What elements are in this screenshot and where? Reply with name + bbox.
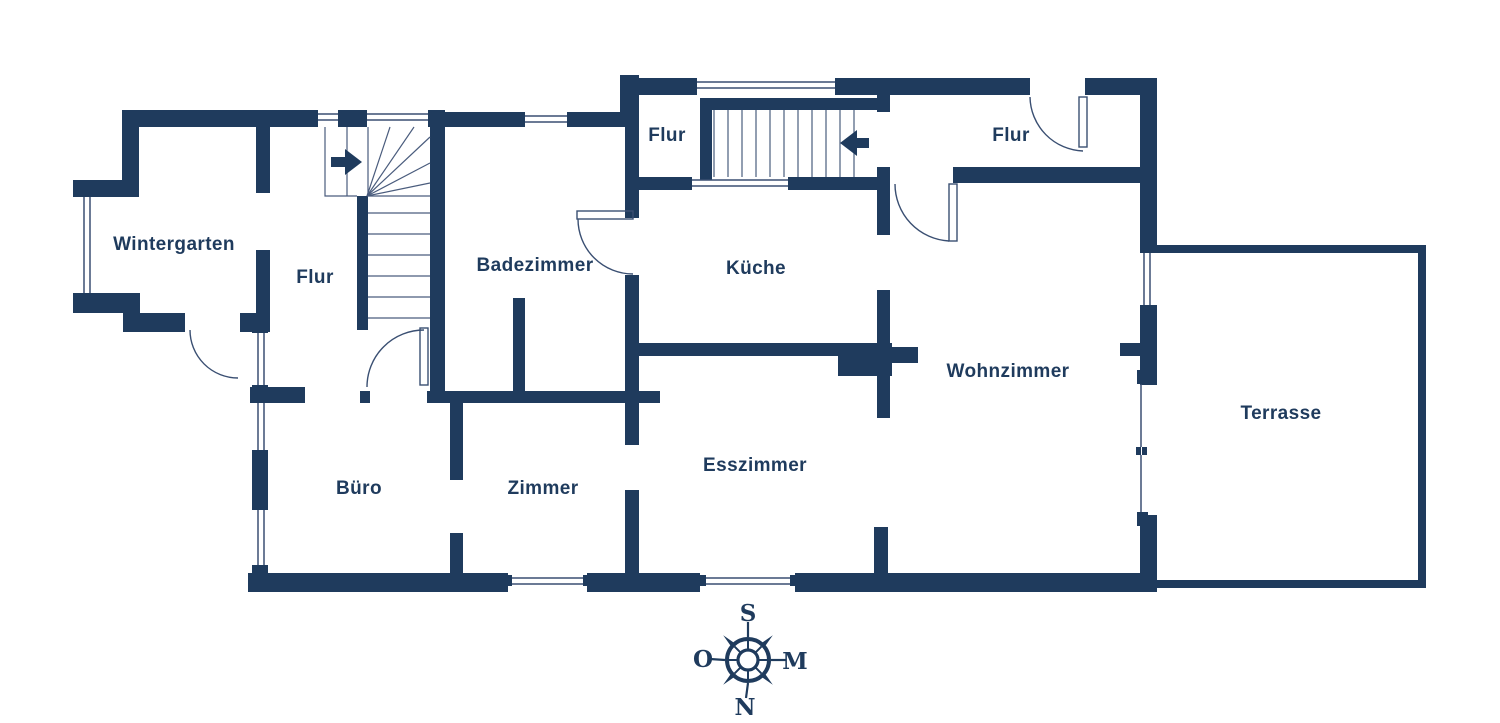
door-arc-stairs [366, 329, 425, 388]
compass-south-label: S [740, 600, 757, 627]
room-label-badezimmer: Badezimmer [476, 255, 594, 276]
stair-direction-arrow-right-icon [331, 149, 362, 175]
compass-north-label: N [734, 694, 755, 721]
room-label-flur-top: Flur [648, 125, 686, 146]
doors [189, 96, 1088, 388]
window-end-ticks [506, 575, 796, 586]
terrace-border [1157, 245, 1426, 588]
room-label-flur-left: Flur [296, 267, 334, 288]
room-label-terrasse: Terrasse [1240, 403, 1322, 424]
room-label-esszimmer: Esszimmer [703, 455, 807, 476]
door-leaf-badezimmer [576, 210, 634, 220]
door-arc-badezimmer [577, 218, 634, 275]
door-arc-wintergarten [189, 329, 239, 379]
door-arc-flur-right [1029, 96, 1084, 152]
walls [73, 75, 1157, 592]
door-leaf-kueche [948, 183, 958, 242]
room-label-kueche: Küche [725, 258, 787, 279]
compass-rose-icon: S M N O [693, 600, 808, 721]
room-label-wintergarten: Wintergarten [113, 234, 235, 255]
door-leaf-stairs [419, 327, 429, 386]
door-leaf-flur-right [1078, 96, 1088, 148]
compass-west-label: M [782, 648, 807, 675]
door-arc-kueche [894, 183, 950, 242]
windows [83, 81, 1151, 585]
compass-east-label: O [693, 646, 713, 673]
winder-staircase [324, 126, 431, 319]
room-label-buero: Büro [336, 478, 382, 499]
room-label-wohnzimmer: Wohnzimmer [946, 361, 1070, 382]
stair-direction-arrow-left-icon [840, 130, 869, 156]
room-label-zimmer: Zimmer [507, 478, 579, 499]
room-label-flur-right: Flur [992, 125, 1030, 146]
